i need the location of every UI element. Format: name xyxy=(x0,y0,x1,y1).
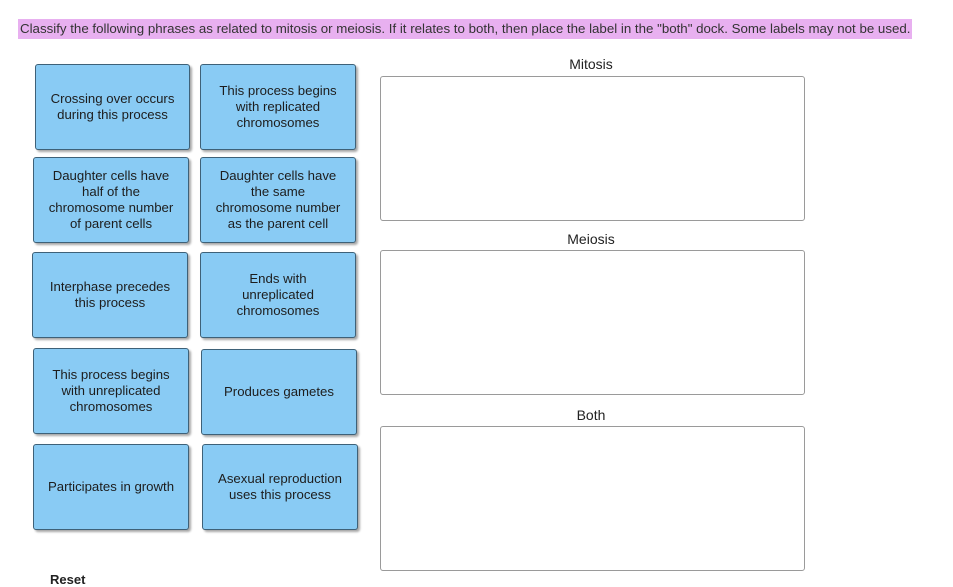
label-half-chromosome-number[interactable]: Daughter cells have half of the chromoso… xyxy=(33,157,189,243)
dock-meiosis[interactable] xyxy=(380,250,805,395)
instructions-text: Classify the following phrases as relate… xyxy=(18,19,913,39)
label-participates-growth[interactable]: Participates in growth xyxy=(33,444,189,530)
label-text: This process begins with unreplicated ch… xyxy=(52,367,170,414)
label-text: Participates in growth xyxy=(47,479,175,494)
reset-button[interactable]: Reset xyxy=(50,572,86,587)
dock-mitosis[interactable] xyxy=(380,76,805,221)
label-begins-replicated[interactable]: This process begins with replicated chro… xyxy=(200,64,356,150)
label-begins-unreplicated[interactable]: This process begins with unreplicated ch… xyxy=(33,348,189,434)
label-text: Daughter cells have the same chromosome … xyxy=(215,168,341,231)
dock-title-meiosis: Meiosis xyxy=(567,231,615,247)
label-text: This process begins with replicated chro… xyxy=(219,83,337,130)
label-text: Daughter cells have half of the chromoso… xyxy=(48,168,174,231)
label-text: Produces gametes xyxy=(224,384,334,399)
dock-title-both: Both xyxy=(576,407,606,423)
label-produces-gametes[interactable]: Produces gametes xyxy=(201,349,357,435)
label-text: Crossing over occurs during this process xyxy=(50,91,175,122)
label-text: Interphase precedes this process xyxy=(49,279,171,310)
label-text: Asexual reproduction uses this process xyxy=(218,471,342,502)
dock-title-mitosis: Mitosis xyxy=(569,56,613,72)
label-crossing-over[interactable]: Crossing over occurs during this process xyxy=(35,64,190,150)
label-text: Ends with unreplicated chromosomes xyxy=(236,271,320,318)
label-asexual-reproduction[interactable]: Asexual reproduction uses this process xyxy=(202,444,358,530)
label-interphase-precedes[interactable]: Interphase precedes this process xyxy=(32,252,188,338)
label-same-chromosome-number[interactable]: Daughter cells have the same chromosome … xyxy=(200,157,356,243)
dock-both[interactable] xyxy=(380,426,805,571)
label-ends-unreplicated[interactable]: Ends with unreplicated chromosomes xyxy=(200,252,356,338)
